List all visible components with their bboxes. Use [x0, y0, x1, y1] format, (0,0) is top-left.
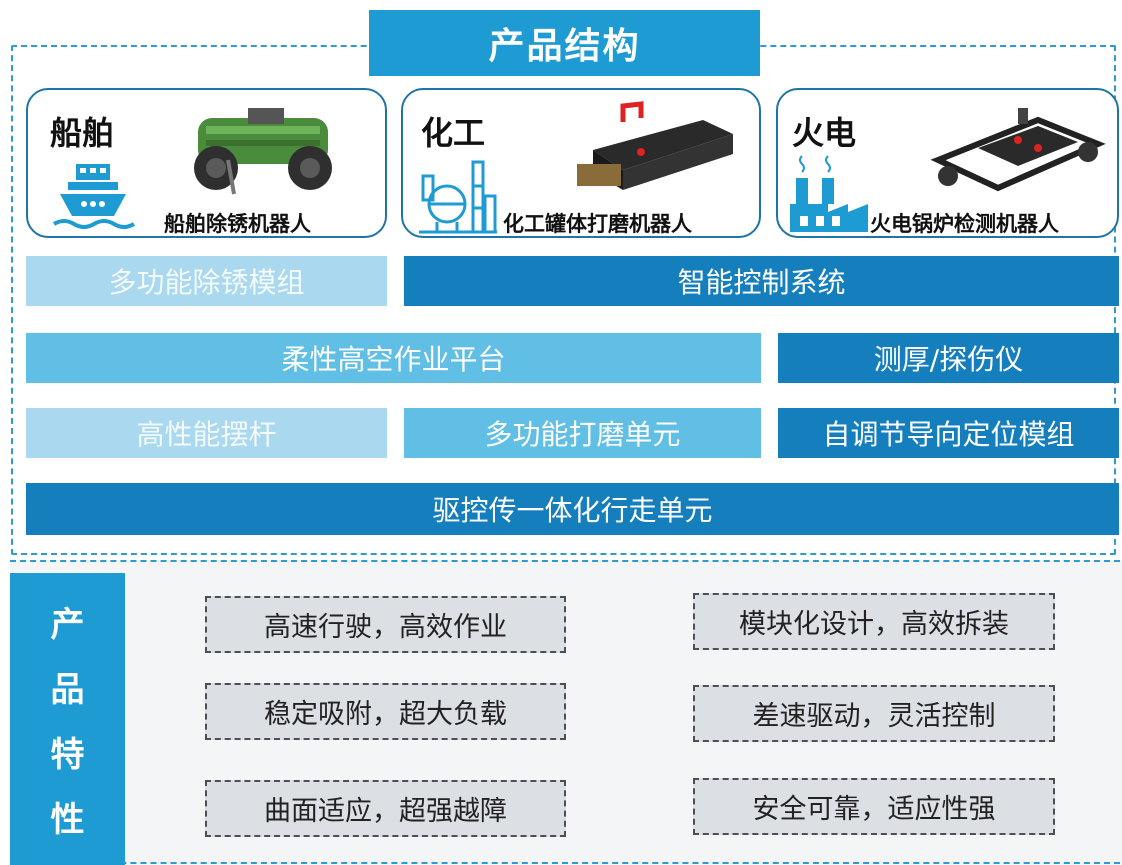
module-derust: 多功能除锈模组 — [26, 256, 387, 306]
feature-item: 安全可靠，适应性强 — [693, 778, 1055, 835]
feature-item: 差速驱动，灵活控制 — [693, 685, 1055, 742]
card-title-chemical: 化工 — [421, 114, 486, 152]
card-subtitle-chemical: 化工罐体打磨机器人 — [503, 212, 692, 236]
features-label-char: 产 — [50, 605, 85, 645]
card-ship[interactable]: 船舶 船舶除锈机器人 — [26, 88, 387, 238]
card-chemical[interactable]: 化工 化工罐体打磨机器人 — [401, 88, 761, 238]
module-grinding-unit: 多功能打磨单元 — [404, 408, 761, 458]
features-label-char: 特 — [50, 735, 85, 775]
feature-item: 高速行驶，高效作业 — [205, 596, 566, 653]
features-label: 产 品 特 性 — [10, 573, 125, 865]
power-plant-icon — [790, 155, 868, 232]
structure-title: 产品结构 — [369, 10, 760, 76]
module-smart-control: 智能控制系统 — [404, 256, 1119, 306]
card-title-power: 火电 — [792, 114, 857, 152]
features-label-char: 品 — [50, 670, 85, 710]
feature-item: 曲面适应，超强越障 — [205, 780, 566, 837]
ship-robot-image — [194, 108, 332, 195]
module-aerial-platform: 柔性高空作业平台 — [26, 333, 761, 383]
card-title-ship: 船舶 — [50, 114, 115, 152]
features-label-char: 性 — [50, 800, 85, 840]
factory-tank-icon — [419, 160, 497, 234]
module-swing-arm: 高性能摆杆 — [26, 408, 387, 458]
card-subtitle-ship: 船舶除锈机器人 — [164, 212, 311, 236]
module-drive-unit: 驱控传一体化行走单元 — [26, 483, 1119, 535]
card-subtitle-power: 火电锅炉检测机器人 — [870, 212, 1059, 236]
card-power[interactable]: 火电 火电锅炉检测机器人 — [776, 88, 1119, 238]
ship-icon — [52, 164, 136, 229]
chemical-robot-image — [577, 101, 733, 190]
feature-item: 模块化设计，高效拆装 — [693, 593, 1055, 650]
features-frame — [10, 560, 1120, 864]
module-guide-positioning: 自调节导向定位模组 — [778, 408, 1119, 458]
power-robot-image — [930, 108, 1106, 192]
module-thickness-gauge: 测厚/探伤仪 — [778, 333, 1119, 383]
feature-item: 稳定吸附，超大负载 — [205, 683, 566, 740]
